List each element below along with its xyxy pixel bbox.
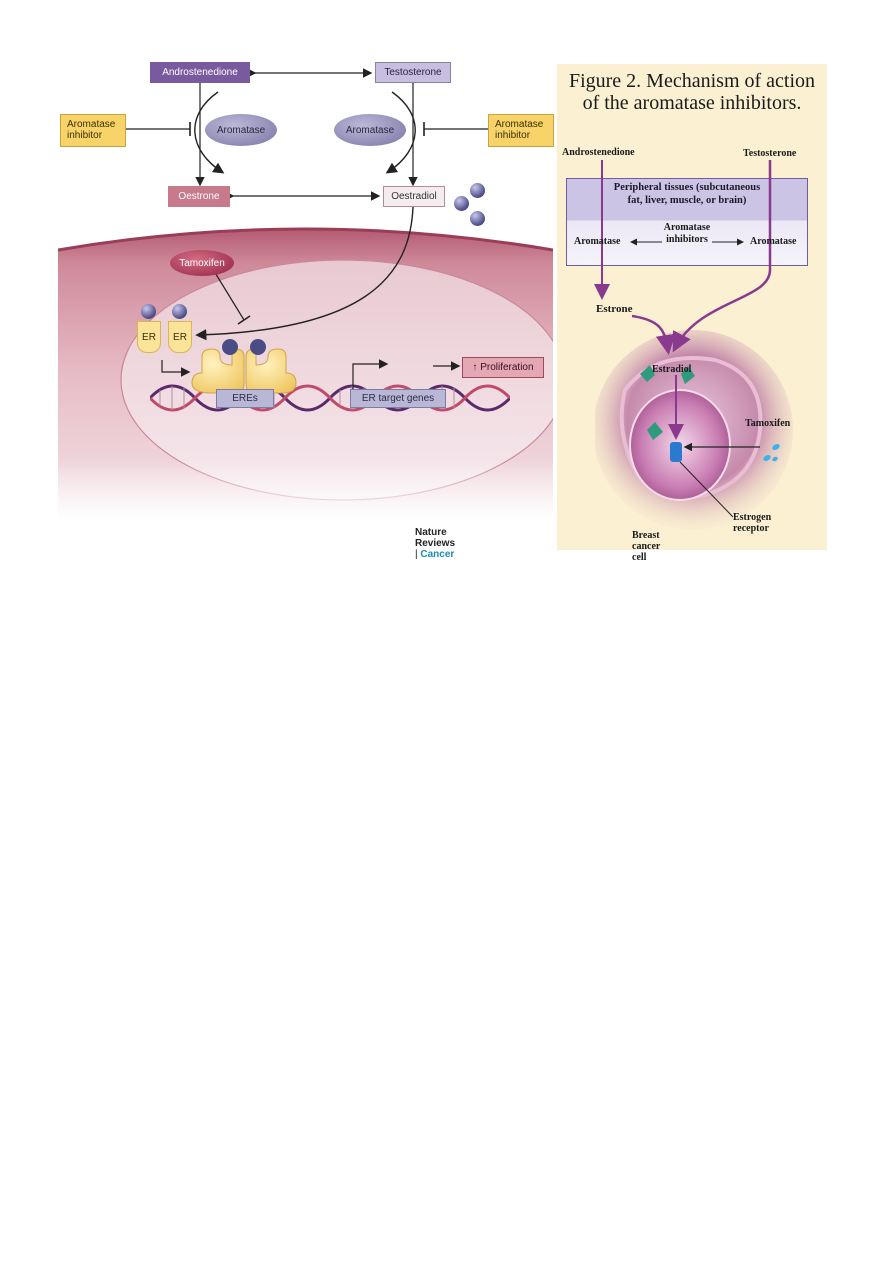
oestradiol-molecule — [454, 196, 469, 211]
androstenedione-box: Androstenedione — [150, 62, 250, 83]
right-aromatase-right-label: Aromatase — [750, 236, 797, 247]
right-arrows — [594, 160, 780, 518]
right-androstenedione-label: Androstenedione — [562, 147, 635, 158]
tissue-line-2: fat, liver, muscle, or brain) — [627, 194, 747, 206]
aromatase-left-oval: Aromatase — [205, 114, 277, 146]
inhibitors-line-2: inhibitors — [666, 234, 708, 245]
aromatase-right-oval: Aromatase — [334, 114, 406, 146]
er-box-2: ER — [168, 321, 192, 353]
aromatase-inhibitor-right-box: Aromatase inhibitor — [488, 114, 554, 147]
tissue-line-1: Peripheral tissues (subcutaneous — [613, 182, 761, 193]
estrogen-receptor-label: Estrogen receptor — [733, 512, 772, 534]
peripheral-tissues-box — [566, 178, 808, 266]
testosterone-box: Testosterone — [375, 62, 451, 83]
title-line-1: Figure 2. Mechanism of action — [568, 70, 816, 92]
right-aromatase-left-label: Aromatase — [574, 236, 621, 247]
right-estradiol-label: Estradiol — [652, 364, 692, 375]
er-box-1: ER — [137, 321, 161, 353]
oestradiol-molecule — [470, 183, 485, 198]
er-dimer — [191, 339, 297, 394]
figure-credit: Nature Reviews | Cancer — [415, 527, 455, 560]
cell-background — [58, 227, 553, 520]
oestradiol-molecule — [470, 211, 485, 226]
left-arrows — [126, 68, 488, 392]
receptor-ligand — [141, 304, 156, 319]
oestradiol-box: Oestradiol — [383, 186, 445, 207]
proliferation-box: ↑ Proliferation — [462, 357, 544, 378]
receptor-ligand — [172, 304, 187, 319]
right-figure-title: Figure 2. Mechanism of action of the aro… — [560, 70, 824, 114]
credit-separator: | — [415, 549, 421, 560]
right-estrone-label: Estrone — [596, 303, 633, 315]
credit-section: Cancer — [420, 549, 455, 560]
peripheral-tissues-title: Peripheral tissues (subcutaneous fat, li… — [566, 182, 808, 207]
title-line-2: of the aromatase inhibitors. — [582, 92, 802, 114]
breast-cancer-cell-label: Breast cancer cell — [632, 530, 661, 563]
aromatase-inhibitor-left-box: Aromatase inhibitor — [60, 114, 126, 147]
oestrone-box: Oestrone — [168, 186, 230, 207]
er-target-genes-label: ER target genes — [350, 389, 446, 408]
tamoxifen-oval: Tamoxifen — [170, 250, 234, 276]
credit-journal: Nature Reviews — [415, 527, 456, 549]
inhibitors-line-1: Aromatase — [663, 222, 711, 233]
right-testosterone-label: Testosterone — [743, 148, 797, 159]
eres-label: EREs — [216, 389, 274, 408]
aromatase-inhibitors-label: Aromatase inhibitors — [660, 222, 714, 246]
right-tamoxifen-label: Tamoxifen — [745, 418, 791, 429]
breast-cancer-cell-image — [595, 330, 793, 530]
